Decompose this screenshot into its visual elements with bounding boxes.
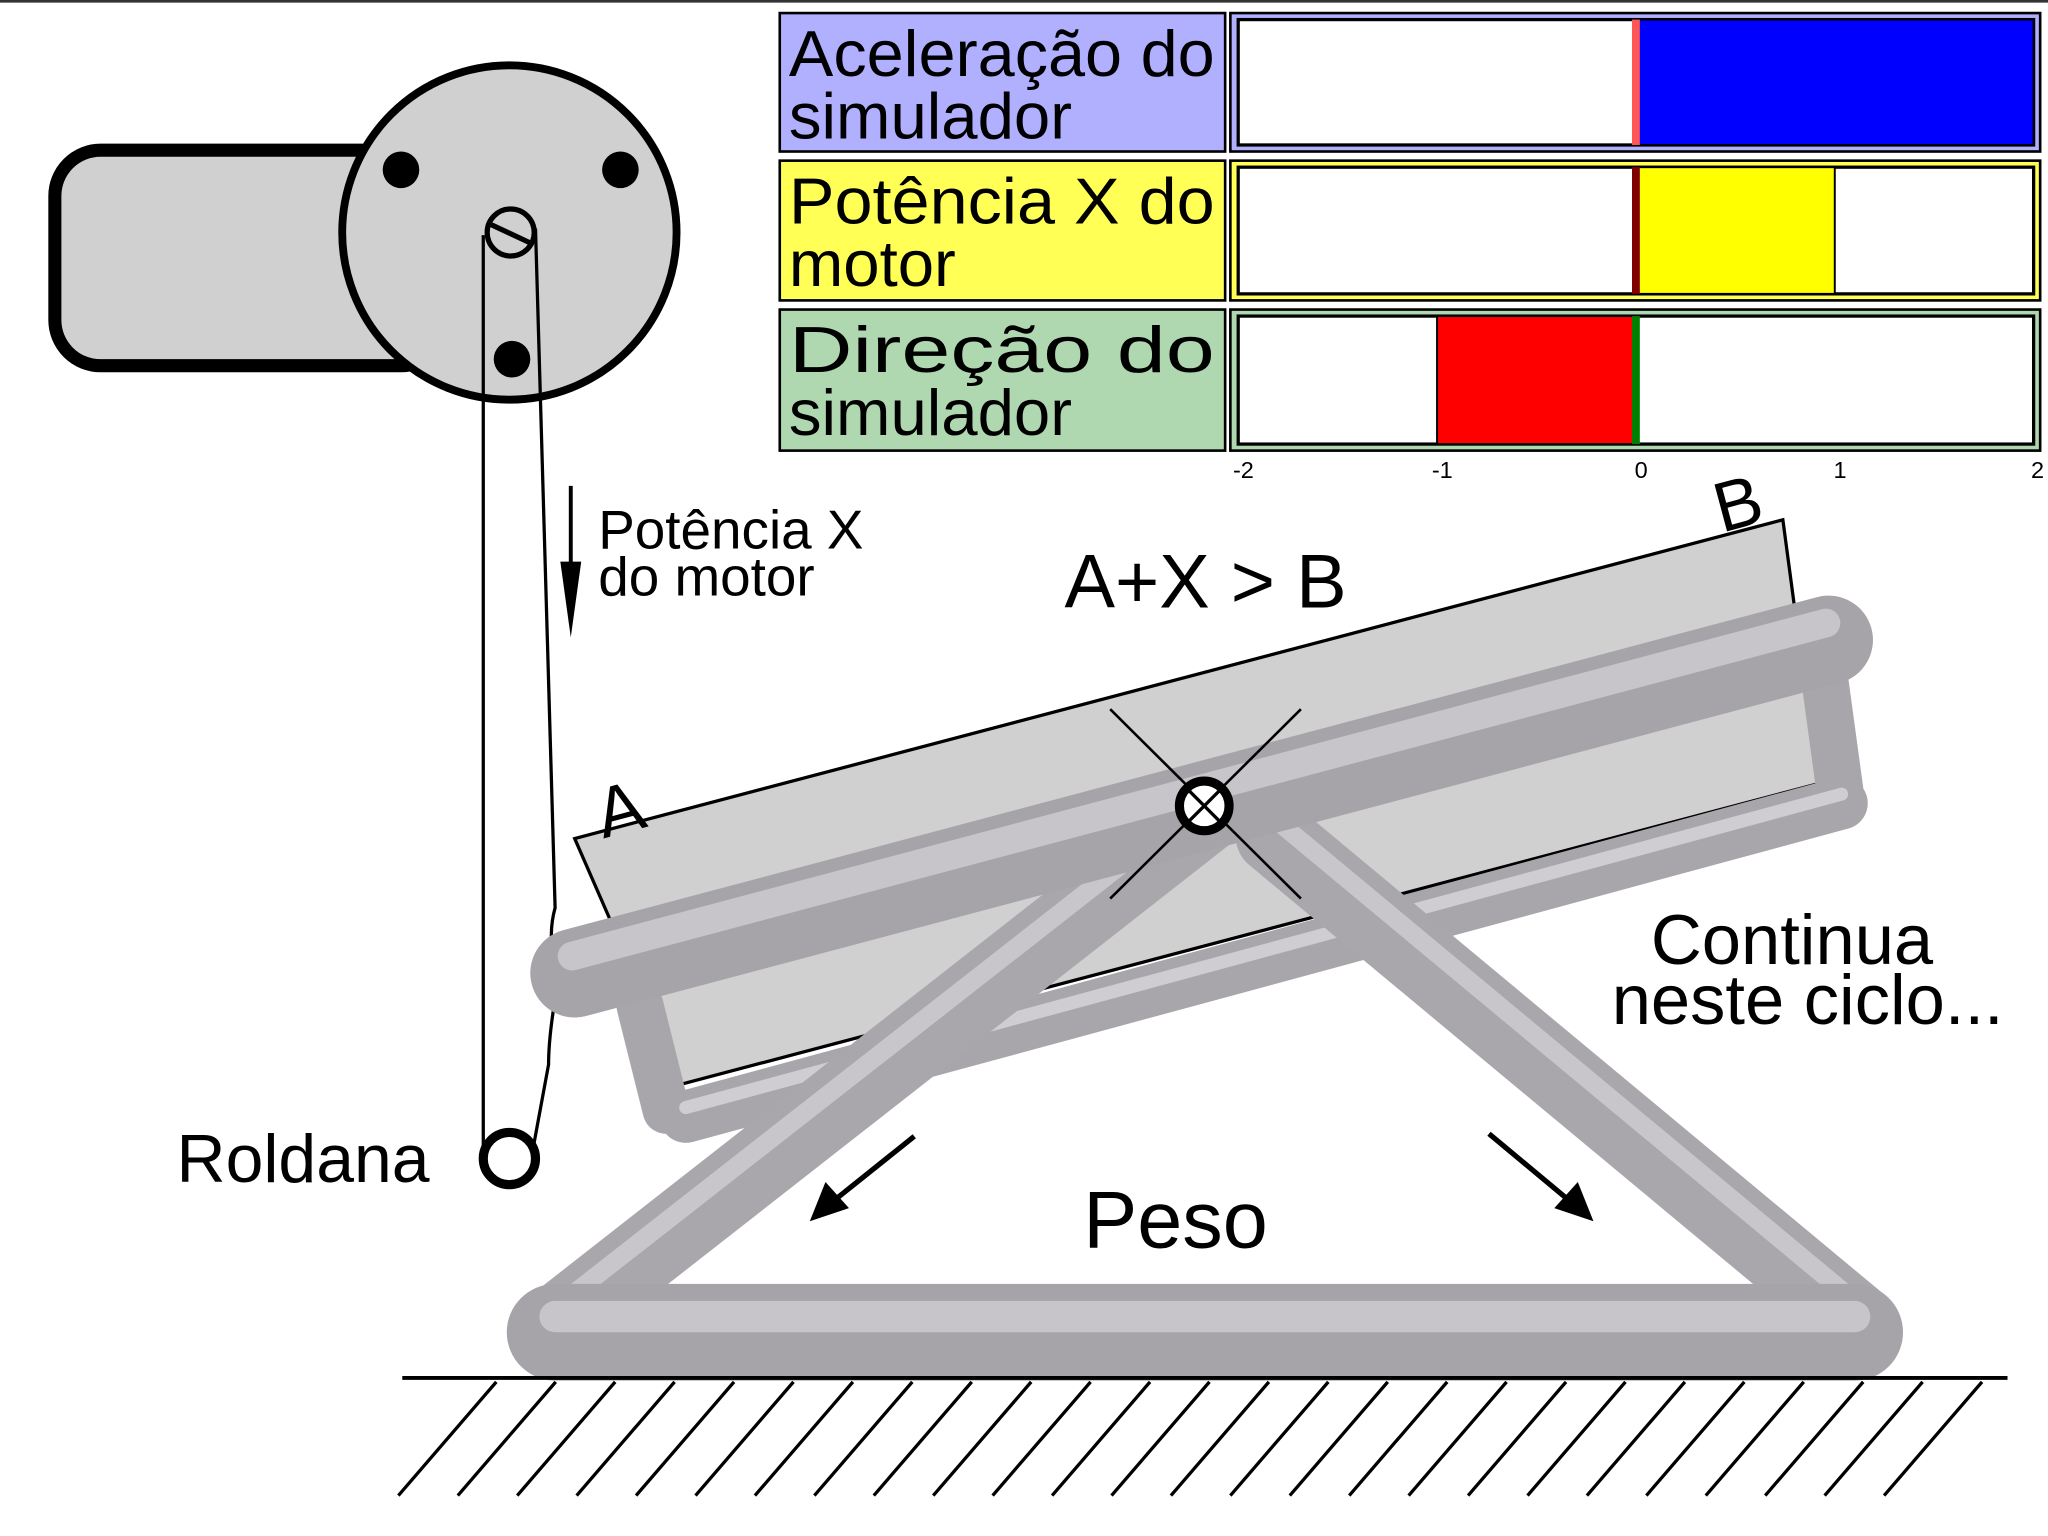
ground-hatch	[1466, 1380, 1568, 1497]
pivot-icon	[1109, 708, 1302, 900]
arrow-down-icon	[560, 485, 582, 638]
scale-ticks: -2 -1 0 1 2	[1233, 457, 2044, 483]
zero-marker	[1632, 316, 1640, 445]
ground-hatch	[1823, 1380, 1924, 1497]
tick-label: 1	[1833, 457, 1846, 483]
ground-hatch	[991, 1380, 1092, 1497]
indicator-label-line1: Potência X do	[789, 164, 1215, 237]
ground-hatch	[397, 1380, 498, 1497]
ground-hatch	[1882, 1380, 1984, 1497]
continue-label-1: Continua	[1651, 900, 1934, 979]
zero-marker	[1632, 19, 1640, 145]
pulley-label: Roldana	[177, 1122, 430, 1197]
ground-hatch	[1347, 1380, 1449, 1497]
tick-label: -2	[1233, 457, 1254, 483]
ground-hatch	[1407, 1380, 1508, 1497]
tick-label: 2	[2031, 457, 2044, 483]
indicator-label-line2: simulador	[789, 79, 1072, 152]
ground	[397, 1376, 2008, 1497]
pulley-icon	[478, 1127, 541, 1190]
ground-hatch	[1050, 1380, 1152, 1497]
ground-hatch	[456, 1380, 557, 1497]
indicator-label-line2: simulador	[789, 376, 1072, 449]
ground-hatch	[1645, 1380, 1746, 1497]
arrow-down-right-icon	[1487, 1131, 1594, 1222]
tick-label: 0	[1635, 457, 1648, 483]
ground-hatch	[634, 1380, 736, 1497]
ground-hatch	[1704, 1380, 1805, 1497]
indicator-label-line1: Aceleração do	[789, 17, 1215, 90]
ground-hatch	[813, 1380, 914, 1497]
ground-hatch	[575, 1380, 676, 1497]
indicator-bar-fill	[1436, 315, 1637, 446]
ground-hatch	[1169, 1380, 1271, 1497]
base-tube	[506, 1283, 1904, 1381]
ground-hatch	[1526, 1380, 1627, 1497]
tick-label: -1	[1432, 457, 1453, 483]
ground-hatch	[1585, 1380, 1687, 1497]
ground-hatch	[1110, 1380, 1211, 1497]
ground-hatch	[515, 1380, 617, 1497]
ground-hatch	[931, 1380, 1033, 1497]
inequality-label: A+X > B	[1064, 539, 1346, 624]
indicator-label-line1: Direção do	[789, 313, 1215, 386]
ground-hatch	[1229, 1380, 1330, 1497]
point-b-label: B	[1705, 459, 1771, 547]
indicator-label-box	[778, 308, 1227, 452]
indicator-label-box	[778, 159, 1227, 302]
indicator-bar-fill	[1634, 18, 2035, 146]
indicator-label-line2: motor	[789, 227, 956, 300]
motor-icon	[48, 61, 681, 404]
ground-hatch	[872, 1380, 973, 1497]
scissor-legs	[523, 778, 1893, 1358]
motor-power-label-2: do motor	[598, 546, 814, 608]
ground-hatch	[1288, 1380, 1389, 1497]
motor-power-label-1: Potência X	[598, 499, 863, 561]
indicator-bar-fill	[1634, 166, 1836, 295]
ground-hatch	[694, 1380, 795, 1497]
ground-hatch	[1763, 1380, 1865, 1497]
ground-hatch	[753, 1380, 855, 1497]
continue-label-2: neste ciclo...	[1612, 960, 2004, 1039]
indicator-label-box	[778, 11, 1227, 153]
zero-marker	[1632, 167, 1640, 294]
weight-label: Peso	[1083, 1175, 1268, 1265]
